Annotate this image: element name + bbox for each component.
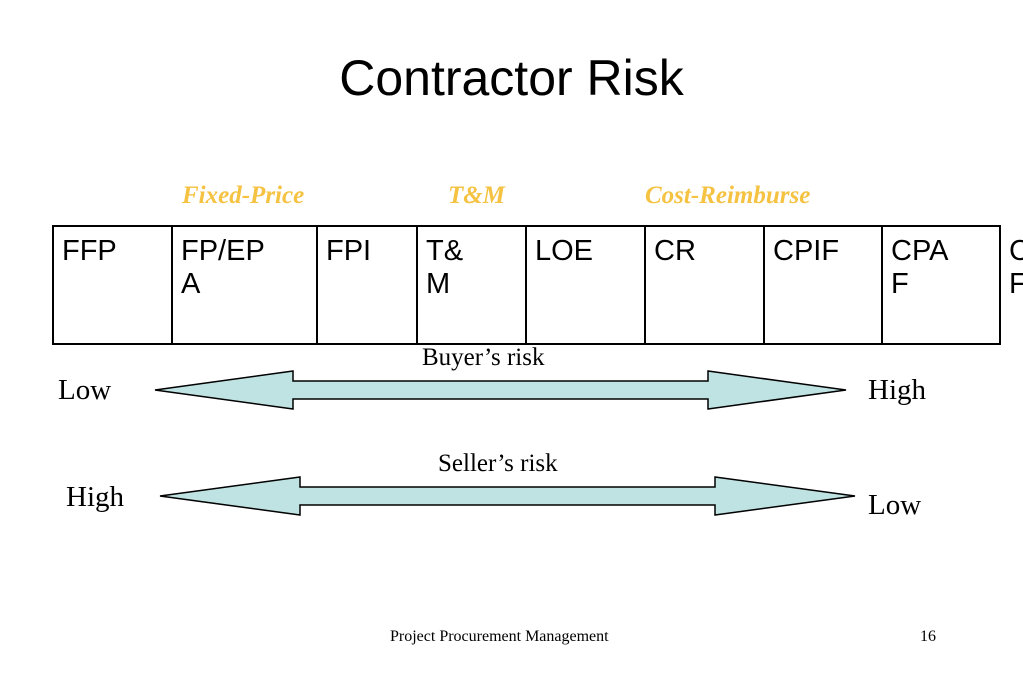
cell-line: LOE xyxy=(535,235,594,267)
contract-type-ffp: FFP xyxy=(52,225,173,345)
contract-type-loe: LOE xyxy=(525,225,646,345)
contract-type-tm: T&M xyxy=(416,225,527,345)
footer-text: Project Procurement Management xyxy=(390,628,609,645)
cell-line: CPF xyxy=(1009,235,1023,267)
cell-line: FFP xyxy=(62,235,117,267)
seller-risk-arrow xyxy=(159,476,856,516)
seller-risk-label: Seller’s risk xyxy=(438,450,558,477)
cell-line: CR xyxy=(654,235,696,267)
cell-line: CPIF xyxy=(773,235,840,267)
category-cost-reimburse: Cost-Reimburse xyxy=(645,182,811,209)
contract-type-fpi: FPI xyxy=(316,225,418,345)
seller-risk-low-label: Low xyxy=(868,489,922,521)
slide-title: Contractor Risk xyxy=(339,50,684,106)
cell-line: CPA xyxy=(891,235,949,267)
contract-type-cr: CR xyxy=(644,225,765,345)
buyer-risk-high-label: High xyxy=(868,374,926,406)
contract-type-cpif: CPIF xyxy=(763,225,883,345)
category-fixed-price: Fixed-Price xyxy=(182,182,305,209)
cell-line: F xyxy=(891,268,909,300)
buyer-risk-arrow xyxy=(154,370,847,410)
buyer-risk-low-label: Low xyxy=(58,374,112,406)
category-time-and-materials: T&M xyxy=(448,182,505,209)
cell-line: T& xyxy=(426,235,464,267)
cell-line: M xyxy=(426,268,451,300)
seller-risk-high-label: High xyxy=(66,481,124,513)
page-number: 16 xyxy=(920,628,936,645)
cell-line: F xyxy=(1009,268,1023,300)
cell-line: FPI xyxy=(326,235,372,267)
cell-line: A xyxy=(181,268,201,300)
cell-line: FP/EP xyxy=(181,235,265,267)
buyer-risk-label: Buyer’s risk xyxy=(422,344,545,371)
